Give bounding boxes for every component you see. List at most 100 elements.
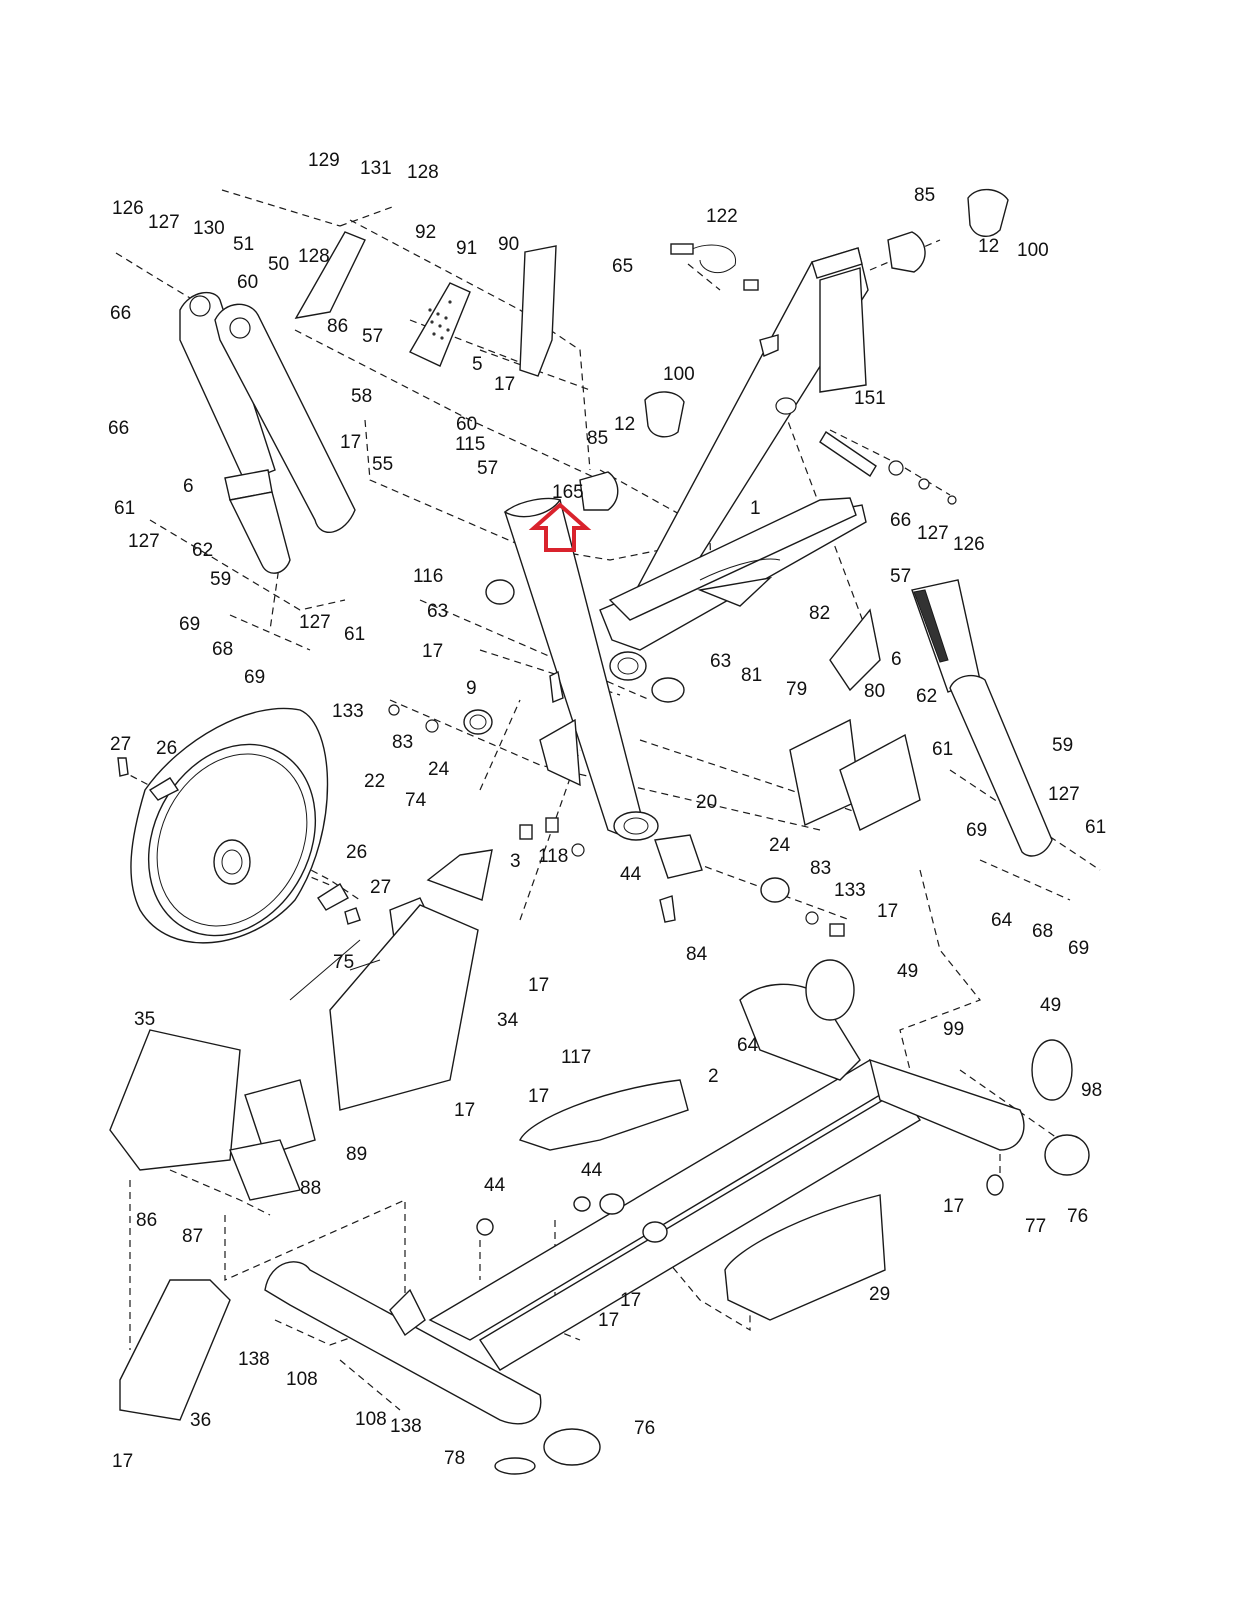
part-label-34: 34 — [497, 1010, 519, 1031]
part-label-49: 49 — [897, 961, 918, 982]
right-arm-assembly — [911, 579, 1053, 857]
part-label-57: 57 — [362, 326, 383, 347]
part-label-44: 44 — [620, 864, 642, 885]
part-label-90: 90 — [498, 234, 519, 255]
part-label-51: 51 — [233, 234, 254, 255]
part-label-89: 89 — [346, 1144, 367, 1165]
part-label-69: 69 — [179, 614, 200, 635]
part-label-117: 117 — [561, 1047, 591, 1068]
part-label-49: 49 — [1040, 995, 1061, 1016]
part-label-84: 84 — [686, 944, 708, 965]
part-label-133: 133 — [332, 701, 364, 722]
part-label-127: 127 — [1048, 784, 1080, 805]
part-label-130: 130 — [193, 218, 225, 239]
part-label-128: 128 — [298, 246, 330, 267]
part-label-151: 151 — [854, 388, 886, 409]
part-label-57: 57 — [890, 566, 911, 587]
part-label-98: 98 — [1081, 1080, 1102, 1101]
part-label-138: 138 — [390, 1416, 422, 1437]
part-label-62: 62 — [192, 540, 213, 561]
part-label-131: 131 — [360, 158, 392, 179]
part-label-108: 108 — [355, 1409, 387, 1430]
part-22-flywheel — [130, 707, 329, 944]
part-label-87: 87 — [182, 1226, 203, 1247]
part-label-92: 92 — [415, 222, 436, 243]
part-label-64: 64 — [737, 1035, 759, 1056]
part-label-76: 76 — [1067, 1206, 1088, 1227]
part-label-17: 17 — [454, 1100, 475, 1121]
part-label-74: 74 — [405, 790, 427, 811]
part-label-36: 36 — [190, 1410, 211, 1431]
part-1-main-frame — [599, 247, 869, 681]
part-label-86: 86 — [327, 316, 348, 337]
part-label-59: 59 — [210, 569, 231, 590]
highlight-arrow — [528, 502, 592, 552]
left-arm-assembly — [179, 291, 356, 574]
part-label-68: 68 — [212, 639, 233, 660]
part-label-17: 17 — [528, 975, 549, 996]
part-label-17: 17 — [340, 432, 361, 453]
part-label-17: 17 — [598, 1310, 619, 1331]
electronics — [789, 608, 921, 831]
part-label-26: 26 — [156, 738, 177, 759]
part-label-24: 24 — [428, 759, 450, 780]
part-label-85: 85 — [587, 428, 608, 449]
part-label-83: 83 — [810, 858, 831, 879]
part-label-50: 50 — [268, 254, 289, 275]
part-label-127: 127 — [148, 212, 180, 233]
part-label-108: 108 — [286, 1369, 318, 1390]
part-2-base-frame — [119, 959, 1090, 1475]
part-label-22: 22 — [364, 771, 385, 792]
center-hardware — [117, 579, 845, 937]
part-label-118: 118 — [538, 846, 568, 867]
part-label-116: 116 — [413, 566, 443, 587]
part-label-61: 61 — [932, 739, 953, 760]
part-label-88: 88 — [300, 1178, 321, 1199]
part-label-17: 17 — [528, 1086, 549, 1107]
part-label-27: 27 — [370, 877, 391, 898]
part-label-24: 24 — [769, 835, 791, 856]
part-label-77: 77 — [1025, 1216, 1046, 1237]
part-label-58: 58 — [351, 386, 372, 407]
part-label-127: 127 — [917, 523, 949, 544]
part-label-64: 64 — [991, 910, 1013, 931]
part-label-85: 85 — [914, 185, 935, 206]
part-label-63: 63 — [710, 651, 731, 672]
part-label-17: 17 — [112, 1451, 133, 1472]
part-label-9: 9 — [466, 678, 477, 699]
part-label-61: 61 — [344, 624, 365, 645]
part-label-165: 165 — [552, 482, 584, 503]
part-label-66: 66 — [890, 510, 911, 531]
part-label-29: 29 — [869, 1284, 890, 1305]
part-label-1: 1 — [750, 498, 761, 519]
part-label-75: 75 — [333, 952, 354, 973]
part-label-66: 66 — [110, 303, 131, 324]
part-label-17: 17 — [877, 901, 898, 922]
up-arrow-icon — [528, 502, 592, 552]
part-label-44: 44 — [484, 1175, 506, 1196]
part-label-17: 17 — [422, 641, 443, 662]
part-label-86: 86 — [136, 1210, 157, 1231]
part-label-61: 61 — [114, 498, 135, 519]
part-label-17: 17 — [494, 374, 515, 395]
center-mechanism — [109, 849, 493, 1201]
part-label-20: 20 — [696, 792, 717, 813]
part-label-60: 60 — [456, 414, 477, 435]
part-label-83: 83 — [392, 732, 413, 753]
part-label-12: 12 — [978, 236, 999, 257]
part-label-17: 17 — [620, 1290, 641, 1311]
part-label-68: 68 — [1032, 921, 1053, 942]
part-label-80: 80 — [864, 681, 885, 702]
part-label-62: 62 — [916, 686, 937, 707]
part-label-6: 6 — [891, 649, 902, 670]
part-label-82: 82 — [809, 603, 830, 624]
part-label-6: 6 — [183, 476, 194, 497]
part-label-79: 79 — [786, 679, 807, 700]
part-label-115: 115 — [455, 434, 485, 455]
part-label-122: 122 — [706, 206, 738, 227]
part-label-127: 127 — [128, 531, 160, 552]
part-label-65: 65 — [612, 256, 633, 277]
part-label-59: 59 — [1052, 735, 1073, 756]
